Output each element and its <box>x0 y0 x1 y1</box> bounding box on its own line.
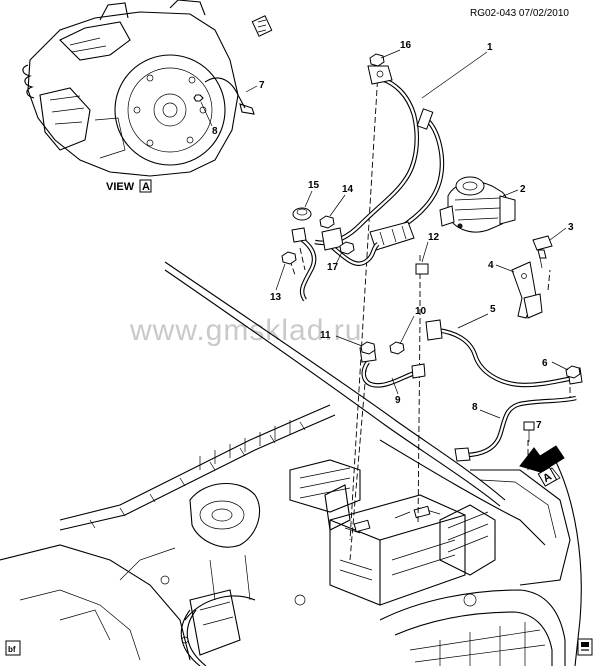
callout-9: 9 <box>395 395 401 406</box>
engine-view-a-illustration <box>22 0 273 177</box>
callout-16: 16 <box>400 40 412 51</box>
callout-7: 7 <box>536 420 542 431</box>
corner-marker-right <box>577 638 593 656</box>
part-4-bracket <box>511 261 543 319</box>
callout-7-view: 8 <box>212 126 218 137</box>
leader-8-view <box>245 85 258 93</box>
callout-15: 15 <box>308 180 320 191</box>
cable-5 <box>425 319 583 388</box>
callout-6: 6 <box>542 358 548 369</box>
watermark: www.gmsklad.ru <box>129 314 362 347</box>
corner-marker-left: bf <box>5 640 21 656</box>
callout-3: 3 <box>568 222 574 233</box>
starter-motor <box>439 176 516 233</box>
callout-13: 13 <box>270 292 282 303</box>
callout-14: 14 <box>342 184 354 195</box>
callout-17: 17 <box>327 262 339 273</box>
view-a-arrow: A <box>519 445 565 487</box>
view-letter: A <box>142 181 150 193</box>
part-3-connector <box>532 235 553 269</box>
callouts: 1 2 3 4 5 6 7 8 9 10 11 12 13 14 15 16 1… <box>270 40 574 431</box>
callout-11: 11 <box>320 330 331 341</box>
callout-12: 12 <box>428 232 440 243</box>
view-letter-box <box>139 179 152 193</box>
leader-7-view <box>200 101 213 127</box>
svg-text:bf: bf <box>8 645 16 654</box>
cable-1 <box>291 65 445 302</box>
vehicle-front-illustration <box>0 261 582 666</box>
callout-1: 1 <box>487 42 493 53</box>
callout-4: 4 <box>488 260 494 271</box>
diagram-code: RG02-043 07/02/2010 <box>470 8 569 19</box>
cable-8 <box>454 395 577 462</box>
callout-2: 2 <box>520 184 526 195</box>
callout-8-view: 7 <box>259 80 265 91</box>
callout-8: 8 <box>472 402 478 413</box>
callout-10: 10 <box>415 306 427 317</box>
fasteners <box>281 53 581 442</box>
view-label: VIEW <box>106 181 135 193</box>
callout-5: 5 <box>490 304 496 315</box>
